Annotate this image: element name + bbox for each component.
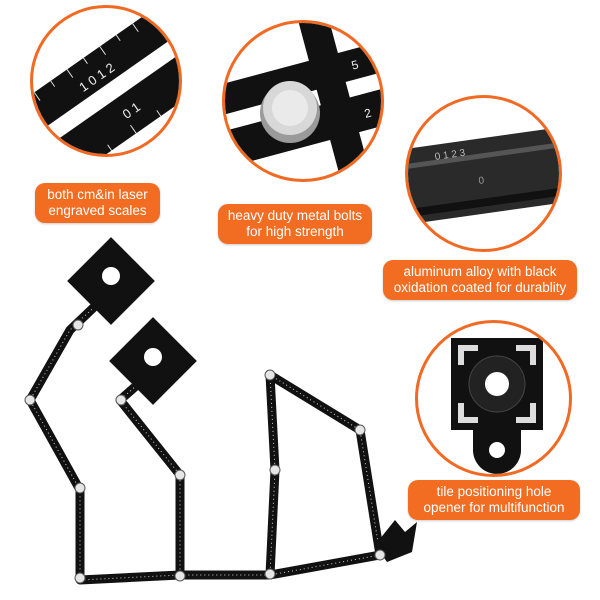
hole-opener-closeup-icon (451, 338, 543, 474)
svg-text:0: 0 (478, 175, 485, 187)
callout-line: tile positioning hole (436, 484, 552, 499)
svg-text:2: 2 (363, 106, 373, 121)
square-hole-plate-1 (67, 237, 155, 325)
callout-aluminum: aluminum alloy with black oxidation coat… (383, 260, 577, 300)
detail-hole-opener-image (415, 320, 572, 477)
svg-text:0 1 2 3: 0 1 2 3 (434, 148, 466, 163)
callout-line: opener for multifunction (423, 500, 565, 515)
callout-line: oxidation coated for durablity (393, 280, 567, 295)
callout-scales: both cm&in laser engraved scales (35, 183, 160, 223)
bolt-closeup-icon: 5 2 (225, 23, 381, 179)
callout-hole-opener: tile positioning hole opener for multifu… (408, 480, 580, 520)
square-hole-plate-2 (109, 317, 197, 405)
callout-line: heavy duty metal bolts (227, 208, 363, 223)
v-notch-end (375, 520, 417, 562)
callout-line: engraved scales (48, 203, 147, 218)
callout-line: aluminum alloy with black (403, 264, 557, 279)
callout-line: both cm&in laser (47, 187, 148, 202)
detail-aluminum-image: 0 1 2 3 0 (405, 95, 562, 252)
callout-line: for high strength (246, 224, 344, 239)
callout-bolts: heavy duty metal bolts for high strength (218, 204, 372, 244)
detail-bolt-image: 5 2 (222, 20, 384, 182)
detail-scales-image: 1 0 1 2 0 1 (30, 5, 182, 157)
aluminum-closeup-icon: 0 1 2 3 0 (408, 124, 559, 227)
svg-text:5: 5 (350, 57, 360, 72)
joint-bolts (24, 319, 386, 584)
ruler-closeup-icon: 1 0 1 2 0 1 (33, 8, 179, 154)
